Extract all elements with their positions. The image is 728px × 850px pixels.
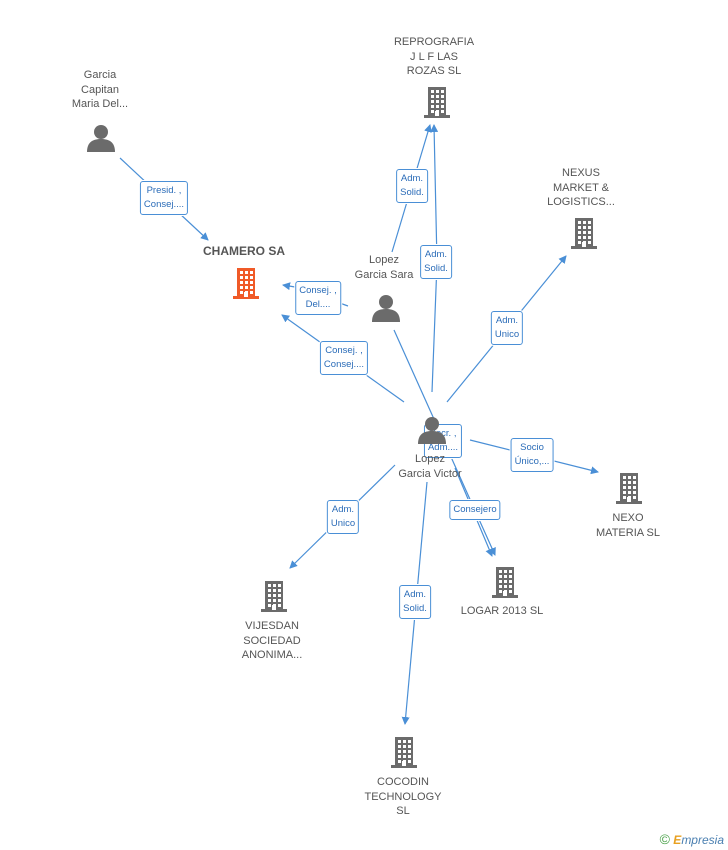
node-label-line: Capitan <box>81 83 119 96</box>
node-label-line: REPROGRAFIA <box>393 36 475 48</box>
edge-label-line: Consejero <box>453 504 497 515</box>
node-label-line: Garcia Sara <box>354 268 414 281</box>
node-label-line: MARKET & <box>552 181 610 194</box>
node-label-line: ANONIMA... <box>241 649 303 661</box>
node-label-logar[interactable]: LOGAR 2013 SL <box>461 604 544 619</box>
edge-label-lopez_sara-to-chamero[interactable]: Consej. , Del.... <box>295 281 341 315</box>
edge-label-lopez_victor-to-cocodin[interactable]: Adm. Solid. <box>399 585 431 619</box>
node-label-chamero[interactable]: CHAMERO SA <box>203 244 285 259</box>
node-label-line: ROZAS SL <box>406 65 462 77</box>
building-icon <box>616 473 642 504</box>
node-logar[interactable] <box>490 565 520 604</box>
person-icon <box>87 125 115 152</box>
edge-label-line: Consej. , <box>299 285 337 296</box>
edge-label-line: Adm. <box>403 589 427 600</box>
edge-label-line: Del.... <box>305 299 331 310</box>
node-label-reprografia[interactable]: REPROGRAFIA J L F LAS ROZAS SL <box>394 35 474 79</box>
node-label-nexus[interactable]: NEXUS MARKET & LOGISTICS... <box>547 166 615 210</box>
edge-label-line: Solid. <box>424 263 448 274</box>
edge-label-lopez_victor-to-logar[interactable]: Consejero <box>449 500 501 520</box>
node-label-line: Maria Del... <box>71 98 129 110</box>
node-label-line: SOCIEDAD <box>243 634 301 647</box>
building-icon <box>424 87 450 118</box>
empresia-logo: © Empresia <box>660 831 724 847</box>
node-label-viejesdan[interactable]: VIJESDAN SOCIEDAD ANONIMA... <box>242 619 303 663</box>
node-cocodin[interactable] <box>389 735 419 774</box>
edge-label-lopez_victor-to-chamero[interactable]: Consej. , Consej.... <box>319 341 369 375</box>
brand-initial: E <box>673 833 682 847</box>
node-label-line: Lopez <box>415 453 445 465</box>
edge-label-line: Consej.... <box>143 199 185 210</box>
node-label-line: Garcia Victor <box>398 467 462 480</box>
edge-label-line: Unico <box>330 518 356 529</box>
building-icon <box>391 737 417 768</box>
edge-label-lopez_victor-to-viejesdan[interactable]: Adm. Unico <box>326 500 360 534</box>
edge-label-line: Adm. <box>495 315 519 326</box>
edge-label-lopez_sara-to-reprografia[interactable]: Adm. Solid. <box>396 169 428 203</box>
edge-label-lopez_victor-to-nexus[interactable]: Adm. Unico <box>490 311 524 345</box>
node-nexo[interactable] <box>614 471 644 510</box>
edge-label-line: Presid. , <box>146 185 182 196</box>
copyright-symbol: © <box>659 831 670 847</box>
node-label-line: MATERIA SL <box>596 526 660 539</box>
node-chamero[interactable] <box>231 266 261 305</box>
node-label-line: COCODIN <box>377 776 429 788</box>
node-label-line: SL <box>396 805 410 817</box>
node-label-line: VIJESDAN <box>245 620 299 632</box>
edge-label-line: Unico <box>494 329 520 340</box>
edge-label-line: Único,... <box>514 456 550 467</box>
node-label-line: Garcia <box>83 69 117 81</box>
building-icon <box>233 268 259 299</box>
edge-label-line: Adm. <box>331 504 355 515</box>
node-label-line: CHAMERO SA <box>202 244 286 258</box>
node-label-line: LOGISTICS... <box>547 196 615 208</box>
building-icon <box>571 218 597 249</box>
node-label-line: J L F LAS <box>410 50 458 63</box>
node-lopez_sara[interactable] <box>371 293 401 328</box>
node-label-line: NEXO <box>612 512 644 524</box>
edge-label-line: Solid. <box>400 187 424 198</box>
node-label-line: TECHNOLOGY <box>364 790 442 803</box>
node-label-nexo[interactable]: NEXO MATERIA SL <box>596 511 660 540</box>
brand-name: mpresia <box>681 833 724 847</box>
edge-label-line: Consej. , <box>325 345 363 356</box>
node-label-cocodin[interactable]: COCODIN TECHNOLOGY SL <box>364 775 441 819</box>
node-label-line: NEXUS <box>562 167 600 179</box>
node-lopez_victor[interactable] <box>417 415 447 450</box>
node-label-line: LOGAR 2013 SL <box>460 605 544 617</box>
node-viejesdan[interactable] <box>259 579 289 618</box>
node-garcia[interactable] <box>86 123 116 158</box>
node-label-line: Lopez <box>369 254 399 266</box>
edge-label-line: Solid. <box>403 603 427 614</box>
edge-label-lopez_victor-to-reprografia[interactable]: Adm. Solid. <box>420 245 452 279</box>
building-icon <box>261 581 287 612</box>
person-icon <box>418 417 446 444</box>
node-nexus[interactable] <box>569 216 599 255</box>
edge-label-line: Adm. <box>400 173 424 184</box>
edge-label-line: Consej.... <box>323 359 365 370</box>
person-icon <box>372 295 400 322</box>
edge-label-line: Secr. , <box>429 428 457 439</box>
node-reprografia[interactable] <box>422 85 452 124</box>
edge-label-garcia-to-chamero[interactable]: Presid. , Consej.... <box>139 181 189 215</box>
edge-label-line: Adm. <box>424 249 448 260</box>
edge-label-line: Adm.... <box>427 442 459 453</box>
building-icon <box>492 567 518 598</box>
edge-label-line: Socio <box>520 442 544 453</box>
